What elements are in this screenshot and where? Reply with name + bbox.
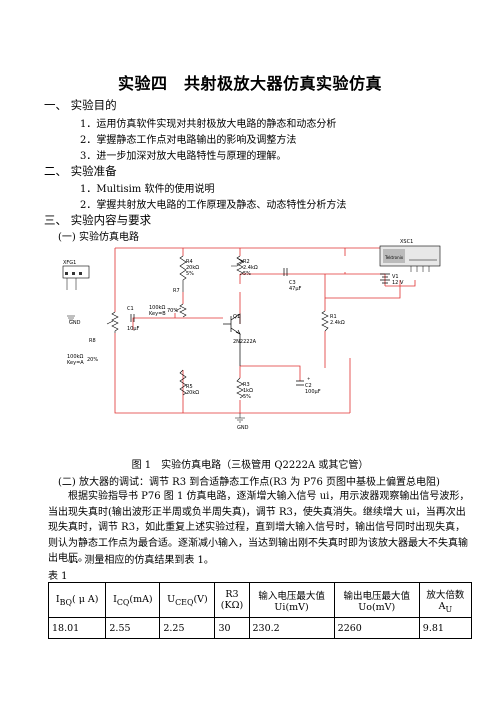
circuit-wires [114, 247, 416, 414]
xsc-label: XSC1 [400, 239, 413, 245]
preparation-item-2: 2．掌握共射放大电路的工作原理及静态、动态特性分析方法 [80, 200, 347, 211]
table-label: 表 1 [48, 571, 68, 582]
r7-value: 100kΩ [149, 305, 165, 311]
table-header-row: IBQ( μ A) ICQ(mA) UCEQ(V) R3(KΩ) 输入电压最大值… [47, 582, 473, 618]
header-r3: R3(KΩ) [214, 582, 250, 618]
r8-value: 100kΩ [67, 354, 83, 360]
function-generator-icon [62, 265, 90, 290]
r1-value: 2.4kΩ [330, 320, 345, 326]
section-heading-purpose: 一、 实验目的 [44, 98, 117, 112]
c1-value: 10µF [127, 326, 140, 332]
r3-tolerance: 5% [243, 394, 251, 400]
figure-caption: 图 1 实验仿真电路（三极管用 Q2222A 或其它管） [131, 460, 369, 471]
section-heading-preparation: 二、 实验准备 [44, 164, 117, 178]
r4-value: 20kΩ [186, 265, 199, 271]
measure-instruction: 1．测量相应的仿真结果到表 1。 [68, 555, 214, 566]
cell-uceq: 2.25 [159, 617, 216, 639]
r1-name: R1 [330, 314, 337, 320]
r2-resistor-icon [231, 255, 244, 276]
r3-name: R3 [243, 382, 250, 388]
transistor-q1-icon [223, 313, 241, 366]
r2-value: 2.4kΩ [243, 265, 258, 271]
header-ibq: IBQ( μ A) [47, 582, 107, 618]
r7-setting: 70% [167, 308, 178, 314]
r2-name: R2 [243, 259, 250, 265]
purpose-item-1: 1．运用仿真软件实现对共射极放大电路的静态和动态分析 [80, 119, 337, 130]
r5-resistor-icon [179, 369, 187, 396]
r4-name: R4 [186, 259, 193, 265]
c2-capacitor-icon [296, 380, 304, 386]
c3-value: 47µF [289, 286, 302, 292]
r2-tolerance: 5% [243, 271, 251, 277]
circuit-diagram: XFG1 GND XSC1 Tektronix + [62, 239, 441, 431]
r3-value: 1kΩ [243, 388, 253, 394]
gnd-bottom-label: GND [237, 425, 249, 431]
gnd-left-label: GND [69, 320, 81, 326]
c1-name: C1 [127, 306, 134, 312]
scope-brand: Tektronix [384, 255, 404, 260]
r7-name: R7 [173, 288, 180, 294]
header-uceq: UCEQ(V) [159, 582, 216, 618]
r4-tolerance: 5% [186, 271, 194, 277]
xfg-label: XFG1 [63, 260, 76, 266]
v1-value: 12 V [392, 280, 404, 286]
c1-capacitor-icon [130, 314, 135, 322]
c3-capacitor-icon [283, 268, 288, 276]
r1-resistor-icon [321, 310, 329, 332]
table-row: 18.01 2.55 2.25 30 230.2 2260 9.81 [47, 617, 473, 639]
svg-text:+: + [307, 376, 310, 381]
page-title: 实验四 共射极放大器仿真实验仿真 [117, 74, 382, 93]
r4-resistor-icon [179, 255, 187, 292]
preparation-item-1: 1．Multisim 软件的使用说明 [80, 184, 215, 195]
header-icq: ICQ(mA) [105, 582, 161, 618]
r7-potentiometer-icon [179, 303, 187, 318]
r5-value: 20kΩ [186, 390, 199, 396]
cell-ibq: 18.01 [47, 617, 107, 639]
purpose-item-3: 3．进一步加深对放大电路特性与原理的理解。 [80, 151, 287, 162]
c3-name: C3 [289, 280, 296, 286]
purpose-item-2: 2．掌握静态工作点对电路输出的影响及调整方法 [80, 135, 297, 146]
cell-icq: 2.55 [105, 617, 161, 639]
subsection-debug-heading: (二) 放大器的调试：调节 R3 到合适静态工作点(R3 为 P76 页图中基极… [58, 477, 440, 488]
instructions-paragraph: 根据实验指导书 P76 图 1 仿真电路，逐渐增大输入信号 ui，用示波器观察输… [48, 491, 470, 564]
cell-uo: 2260 [333, 617, 420, 639]
results-table: IBQ( μ A) ICQ(mA) UCEQ(V) R3(KΩ) 输入电压最大值… [47, 582, 473, 639]
cell-ui: 230.2 [248, 617, 335, 639]
oscilloscope-icon [379, 245, 441, 272]
r3-resistor-icon [236, 377, 244, 399]
r8-potentiometer-icon [111, 311, 119, 333]
r8-key: Key=A [67, 360, 84, 366]
section-heading-content: 三、 实验内容与要求 [44, 213, 152, 227]
battery-icon [380, 273, 390, 284]
subsection-circuit-heading: (一) 实验仿真电路 [58, 232, 139, 243]
c2-name: C2 [305, 383, 312, 389]
r5-name: R5 [186, 384, 193, 390]
r8-name: R8 [89, 338, 96, 344]
q1-model: 2N2222A [233, 339, 257, 345]
v1-name: V1 [392, 274, 399, 280]
r8-setting: 20% [87, 357, 98, 363]
r7-key: Key=B [149, 311, 166, 317]
cell-au: 9.81 [418, 617, 473, 639]
c2-value: 100µF [305, 389, 321, 395]
cell-r3: 30 [214, 617, 250, 639]
q1-name: Q1 [233, 314, 240, 320]
